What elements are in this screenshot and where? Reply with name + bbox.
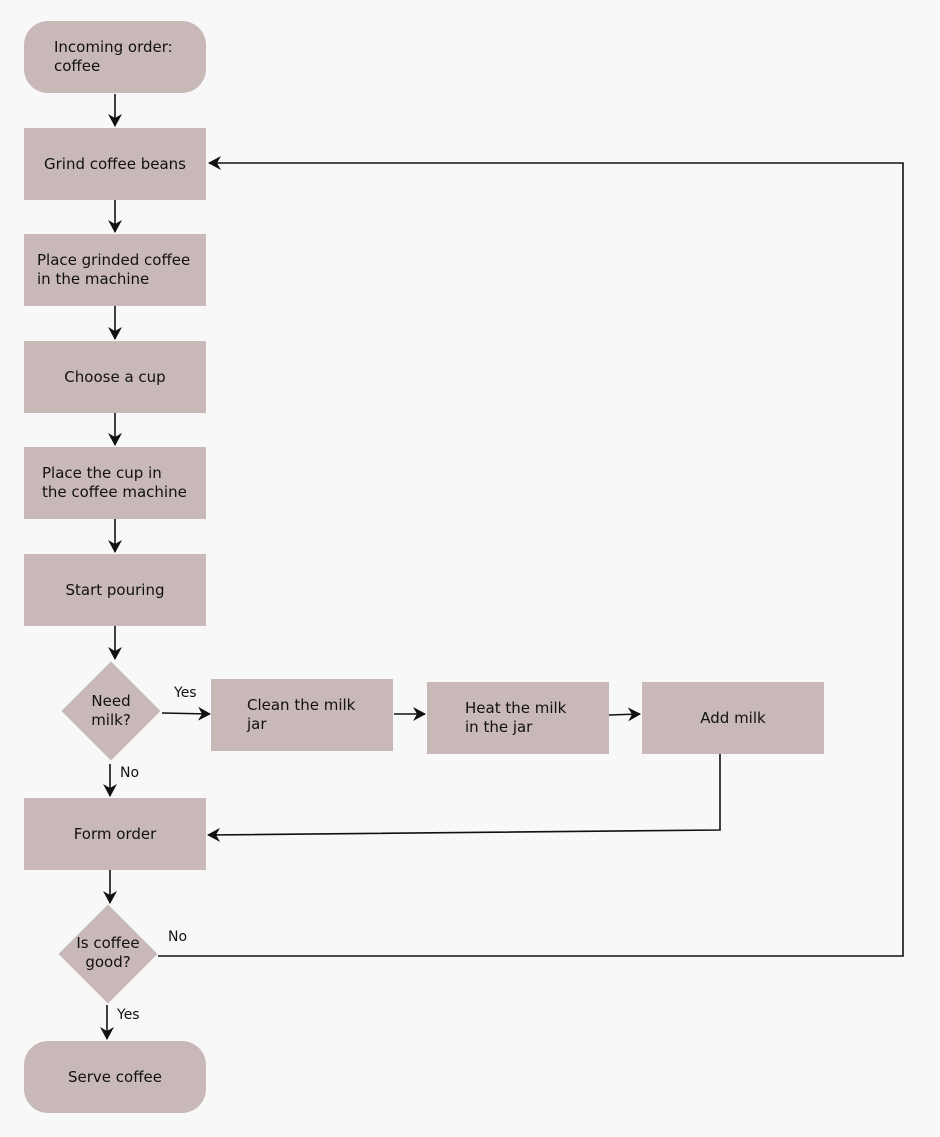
start-node-label: Incoming order: coffee [54,38,173,75]
start-pouring-label: Start pouring [65,580,165,599]
add-milk-label: Add milk [700,708,766,727]
clean-jar-label: Clean the milk jar [247,696,356,733]
need-milk-label: Need milk? [91,692,131,729]
start-node: Incoming order: coffee [24,21,206,93]
grind-beans-label: Grind coffee beans [43,154,186,173]
heat-milk-node: Heat the milk in the jar [427,682,609,754]
add-milk-node: Add milk [642,682,824,754]
serve-coffee-node: Serve coffee [24,1041,206,1113]
edge-good-grind [158,156,904,957]
choose-cup-node: Choose a cup [24,341,206,413]
edge-needmilk-clean [161,706,211,721]
clean-jar-node: Clean the milk jar [211,679,393,751]
choose-cup-label: Choose a cup [64,367,166,386]
start-pouring-node: Start pouring [24,554,206,626]
edge-add-form [207,754,721,842]
coffee-good-no-label: No [168,929,188,945]
serve-coffee-label: Serve coffee [67,1067,162,1086]
form-order-node: Form order [24,798,206,870]
place-coffee-node: Place grinded coffee in the machine [24,234,206,306]
coffee-good-label: Is coffee good? [76,934,140,971]
coffee-good-yes-label: Yes [117,1007,140,1023]
place-cup-node: Place the cup in the coffee machine [24,447,206,519]
need-milk-yes-label: Yes [174,685,197,701]
need-milk-no-label: No [120,765,140,781]
place-coffee-label: Place grinded coffee in the machine [37,251,191,288]
edge-heat-add [608,707,641,722]
form-order-label: Form order [73,824,157,843]
place-cup-label: Place the cup in the coffee machine [42,464,187,501]
grind-beans-node: Grind coffee beans [24,128,206,200]
heat-milk-label: Heat the milk in the jar [465,699,567,736]
